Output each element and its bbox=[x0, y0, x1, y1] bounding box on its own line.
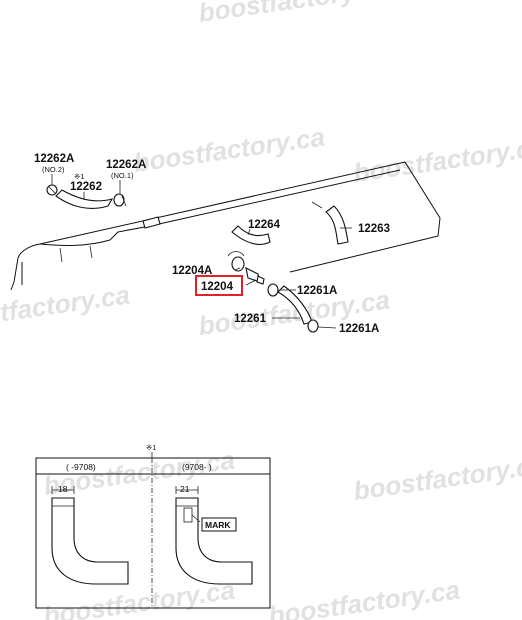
label-12261a-lower: 12261A bbox=[339, 323, 379, 335]
highlight-box-12204 bbox=[195, 275, 243, 296]
label-12204a: 12204A bbox=[172, 265, 212, 277]
label-12262a-no1: 12262A bbox=[106, 159, 146, 171]
label-no1: (NO.1) bbox=[111, 171, 134, 180]
hose-12263 bbox=[311, 201, 349, 245]
watermark: boostfactory.ca bbox=[352, 131, 522, 188]
label-12264: 12264 bbox=[248, 219, 281, 231]
callout-labels: 12262A (NO.2) 12262A (NO.1) ※1 12262 122… bbox=[34, 153, 390, 335]
watermark: boostfactory.ca bbox=[197, 0, 392, 28]
hose-12264 bbox=[231, 225, 271, 245]
label-12204: 12204 bbox=[201, 281, 234, 293]
detail-ref: ※1 bbox=[146, 443, 156, 452]
col-right-header: (9708- ) bbox=[182, 462, 212, 472]
label-no2: (NO.2) bbox=[42, 165, 65, 174]
label-12262: 12262 bbox=[70, 181, 102, 193]
pcv-valve-assembly bbox=[227, 251, 265, 285]
label-ref1: ※1 bbox=[74, 172, 84, 181]
watermark: boostfactory.ca bbox=[352, 449, 522, 506]
watermark: boostfactory.ca bbox=[267, 574, 462, 620]
label-12261: 12261 bbox=[234, 313, 267, 325]
watermark: boostfactory.ca bbox=[0, 279, 132, 336]
detail-table-frame bbox=[35, 457, 271, 609]
label-12263: 12263 bbox=[358, 223, 390, 235]
detail-table: ※1 ( -9708) (9708- ) 18 21 MARK bbox=[35, 443, 271, 609]
mark-label-box bbox=[201, 517, 237, 532]
mark-label: MARK bbox=[205, 520, 231, 530]
watermark: boostfactory.ca bbox=[132, 121, 327, 178]
leader-lines bbox=[51, 174, 352, 329]
label-12262a-no2: 12262A bbox=[34, 153, 74, 165]
hose-12261 bbox=[267, 283, 319, 333]
dim-left: 18 bbox=[58, 484, 68, 494]
dim-right: 21 bbox=[180, 484, 190, 494]
col-left-header: ( -9708) bbox=[66, 462, 96, 472]
engine-head-outline bbox=[10, 161, 441, 291]
label-12261a-upper: 12261A bbox=[297, 285, 337, 297]
vacuum-port bbox=[142, 216, 161, 229]
watermark: boostfactory.ca bbox=[42, 444, 237, 501]
